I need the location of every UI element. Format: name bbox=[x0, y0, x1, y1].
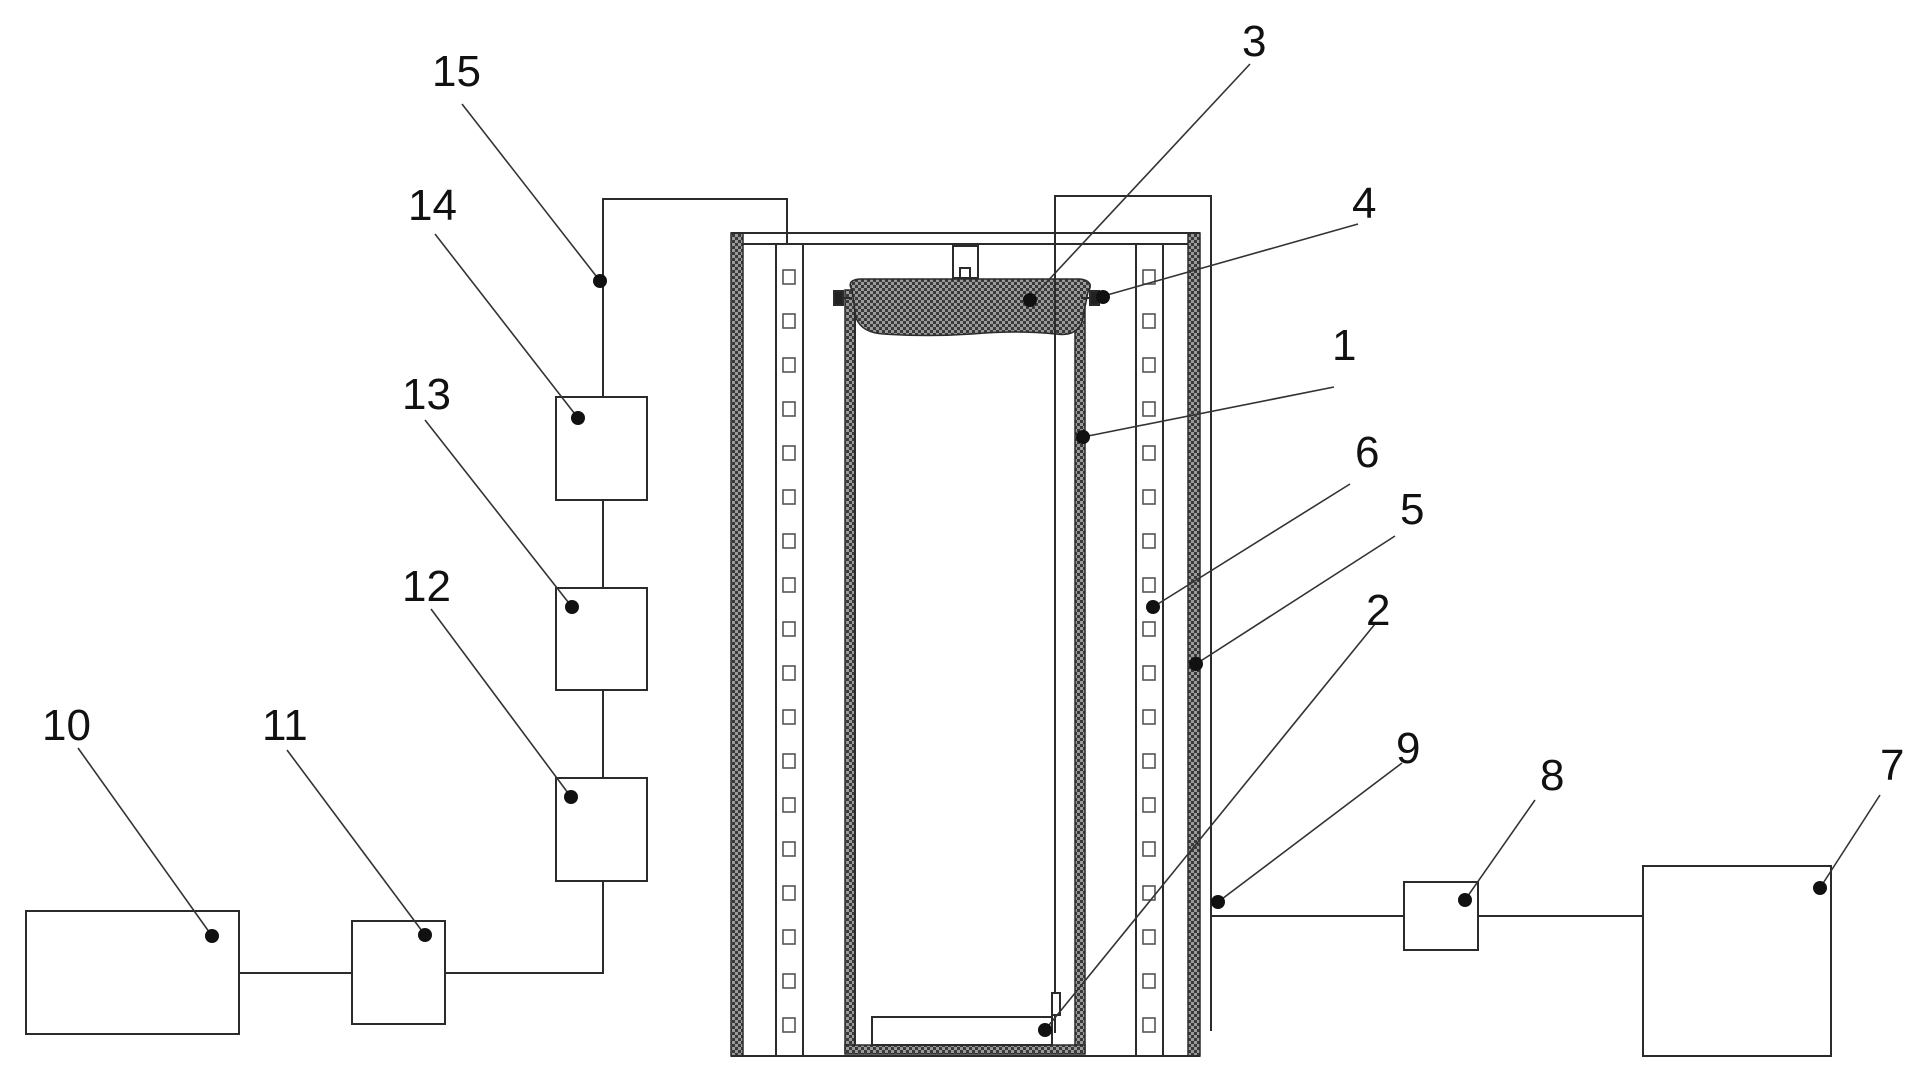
heater-element bbox=[1142, 973, 1156, 989]
heater-element bbox=[1142, 269, 1156, 285]
heater-element bbox=[1142, 489, 1156, 505]
heater-element bbox=[782, 929, 796, 945]
heater-element bbox=[1142, 1017, 1156, 1033]
label-2: 2 bbox=[1366, 586, 1390, 635]
label-13: 13 bbox=[402, 370, 451, 419]
label-15: 15 bbox=[432, 47, 481, 96]
label-7: 7 bbox=[1880, 741, 1904, 790]
heater-element bbox=[1142, 357, 1156, 373]
heater-element bbox=[1142, 313, 1156, 329]
furnace-shell bbox=[730, 232, 1201, 1057]
heater-element bbox=[1142, 621, 1156, 637]
heater-element bbox=[1142, 533, 1156, 549]
label-11: 11 bbox=[262, 701, 308, 750]
inner-vessel bbox=[844, 289, 1086, 1055]
heater-element bbox=[782, 665, 796, 681]
heater-element bbox=[782, 885, 796, 901]
heater-element bbox=[782, 357, 796, 373]
box-7 bbox=[1642, 865, 1832, 1057]
heater-element bbox=[782, 577, 796, 593]
heater-element bbox=[1142, 753, 1156, 769]
label-3: 3 bbox=[1242, 17, 1266, 66]
heater-element bbox=[782, 489, 796, 505]
marker-dots bbox=[205, 274, 1827, 1037]
heater-element bbox=[782, 533, 796, 549]
label-6: 6 bbox=[1355, 428, 1379, 477]
heater-right-elements bbox=[1142, 269, 1156, 1033]
heater-element bbox=[1142, 401, 1156, 417]
label-12: 12 bbox=[402, 562, 451, 611]
label-8: 8 bbox=[1540, 751, 1564, 800]
heater-left bbox=[775, 244, 804, 1056]
heater-element bbox=[1142, 445, 1156, 461]
heater-element bbox=[782, 797, 796, 813]
label-5: 5 bbox=[1400, 485, 1424, 534]
heater-element bbox=[1142, 885, 1156, 901]
label-4: 4 bbox=[1352, 179, 1376, 228]
probe-assembly bbox=[871, 195, 1212, 1046]
box-8 bbox=[1403, 881, 1479, 951]
heater-element bbox=[1142, 709, 1156, 725]
heater-element bbox=[782, 269, 796, 285]
box-10 bbox=[25, 910, 240, 1035]
heater-left-elements bbox=[782, 269, 796, 1033]
heater-element bbox=[782, 445, 796, 461]
heater-element bbox=[1142, 665, 1156, 681]
heater-element bbox=[782, 401, 796, 417]
heater-element bbox=[782, 621, 796, 637]
box-14 bbox=[555, 396, 648, 501]
label-9: 9 bbox=[1396, 724, 1420, 773]
heater-element bbox=[1142, 841, 1156, 857]
left-line bbox=[239, 198, 788, 974]
heater-right bbox=[1135, 244, 1164, 1056]
heater-element bbox=[782, 753, 796, 769]
right-line bbox=[1210, 915, 1643, 1031]
heater-element bbox=[782, 841, 796, 857]
label-10: 10 bbox=[42, 701, 91, 750]
leader-lines bbox=[77, 63, 1881, 1031]
heater-element bbox=[782, 1017, 796, 1033]
heater-element bbox=[1142, 929, 1156, 945]
label-1: 1 bbox=[1332, 321, 1356, 370]
heater-element bbox=[1142, 797, 1156, 813]
heater-element bbox=[782, 709, 796, 725]
top-sample-holder bbox=[833, 245, 1100, 337]
heater-element bbox=[1142, 577, 1156, 593]
heater-element bbox=[782, 313, 796, 329]
label-14: 14 bbox=[408, 181, 457, 230]
heater-element bbox=[782, 973, 796, 989]
